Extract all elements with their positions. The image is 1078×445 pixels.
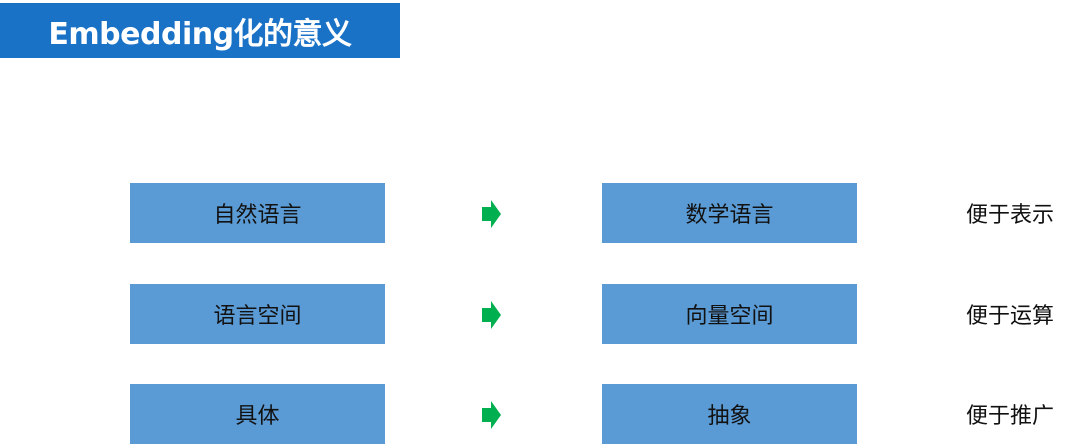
- mapping-row: 具体 抽象 便于推广: [0, 384, 1078, 444]
- target-box: 抽象: [602, 384, 857, 444]
- source-label: 具体: [235, 404, 280, 429]
- mapping-row: 语言空间 向量空间 便于运算: [0, 284, 1078, 344]
- source-box: 语言空间: [130, 284, 385, 344]
- target-label: 向量空间: [685, 304, 774, 329]
- benefit-text: 便于运算: [966, 304, 1055, 329]
- title-banner: Embedding化的意义: [0, 3, 400, 58]
- right-arrow-icon: [482, 301, 501, 329]
- source-box: 自然语言: [130, 183, 385, 243]
- target-label: 数学语言: [685, 203, 774, 228]
- source-label: 自然语言: [213, 203, 302, 228]
- source-box: 具体: [130, 384, 385, 444]
- mapping-row: 自然语言 数学语言 便于表示: [0, 183, 1078, 243]
- benefit-text: 便于表示: [966, 203, 1055, 228]
- source-label: 语言空间: [213, 304, 302, 329]
- right-arrow-icon: [482, 401, 501, 429]
- target-box: 向量空间: [602, 284, 857, 344]
- target-box: 数学语言: [602, 183, 857, 243]
- target-label: 抽象: [707, 404, 752, 429]
- benefit-text: 便于推广: [966, 404, 1055, 429]
- right-arrow-icon: [482, 200, 501, 228]
- page-title: Embedding化的意义: [48, 16, 352, 52]
